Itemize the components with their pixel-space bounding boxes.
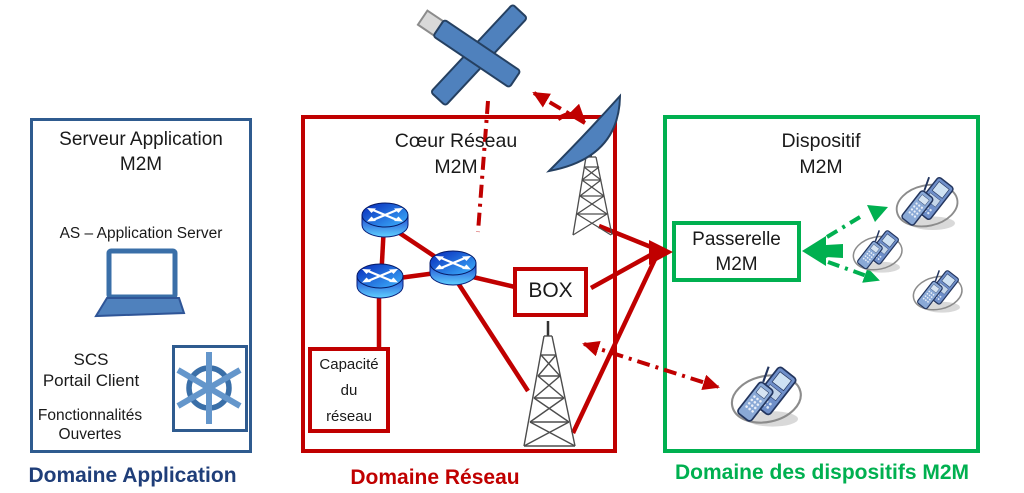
application-server-title: Serveur Application M2M: [59, 129, 223, 175]
network-capacity-box: [308, 347, 390, 433]
open-features-icon-box: [172, 345, 248, 432]
box-node-label: BOX: [528, 279, 573, 302]
application-domain-box: [30, 118, 252, 453]
m2m-gateway-box: [672, 221, 801, 282]
m2m-gateway-label: Passerelle M2M: [692, 229, 781, 275]
network-capacity-label: Capacité du réseau: [319, 356, 379, 425]
device-domain-title: Dispositif M2M: [781, 130, 861, 178]
satellite-icon: [416, 4, 527, 106]
open-features-label: Fonctionnalités Ouvertes: [37, 407, 143, 443]
application-server-label: AS – Application Server: [59, 225, 223, 242]
device-domain-caption: Domaine des dispositifs M2M: [674, 461, 970, 484]
network-domain-caption: Domaine Réseau: [350, 466, 520, 489]
application-domain-caption: Domaine Application: [28, 464, 237, 487]
core-network-title: Cœur Réseau M2M: [394, 130, 518, 178]
device-domain-box: [663, 115, 980, 453]
scs-portal-label: SCS Portail Client: [42, 350, 140, 390]
